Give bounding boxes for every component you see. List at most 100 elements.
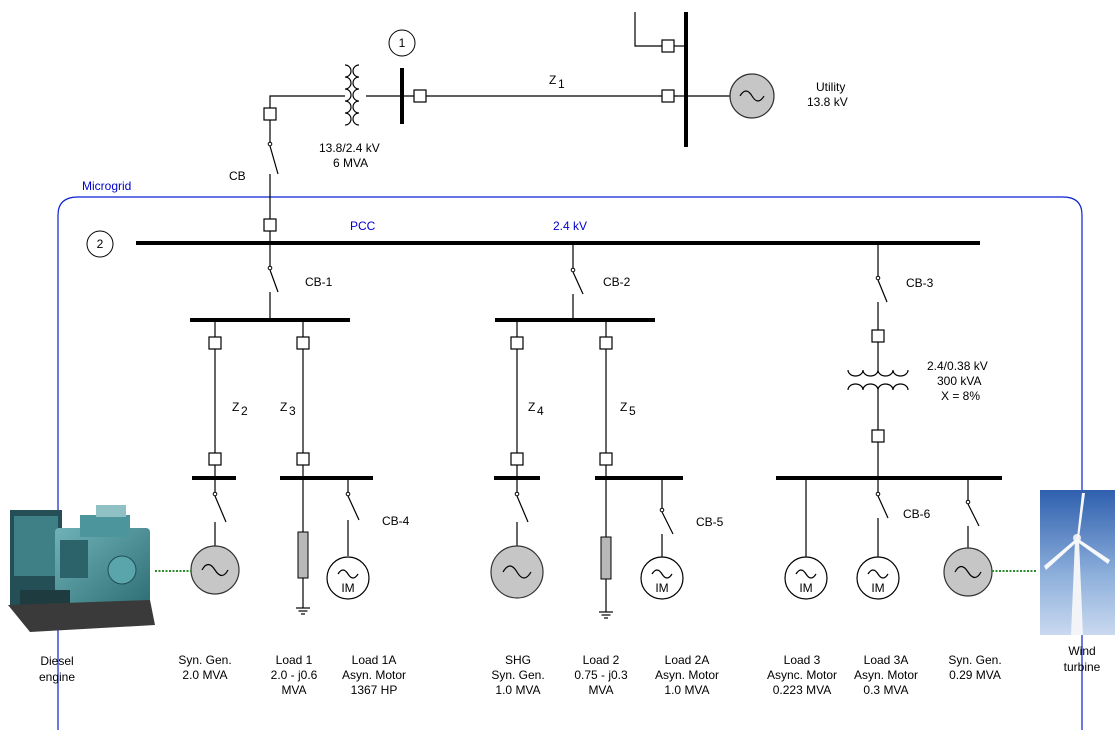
z5-breaker-top [599, 336, 613, 350]
utility-feeder-breaker [661, 39, 675, 53]
svg-text:1.0 MVA: 1.0 MVA [664, 683, 709, 697]
caption-load-1: Load 1 2.0 - j0.6 MVA [271, 653, 318, 697]
marker-2-label: 2 [97, 237, 104, 251]
load-3-motor-icon [784, 556, 828, 600]
tx2-reactance: X = 8% [941, 389, 980, 403]
load-2-ground-icon [599, 611, 613, 619]
utility-voltage: 13.8 kV [807, 95, 848, 109]
load-1-icon [297, 531, 309, 579]
diesel-engine-image [8, 505, 155, 632]
syn-gen-2-switch [965, 499, 980, 527]
svg-text:Load 3A: Load 3A [864, 653, 909, 667]
caption-load-2: Load 2 0.75 - j0.3 MVA [574, 653, 628, 697]
svg-text:Load 1: Load 1 [276, 653, 313, 667]
z4-breaker-bottom [510, 452, 524, 466]
z2-subscript: 2 [241, 404, 248, 418]
caption-load-3a: Load 3A Asyn. Motor 0.3 MVA [854, 653, 918, 697]
svg-text:MVA: MVA [588, 683, 613, 697]
load-1a-motor-icon [326, 556, 370, 600]
svg-text:MVA: MVA [281, 683, 306, 697]
microgrid-label: Microgrid [82, 179, 131, 193]
svg-text:Load 2: Load 2 [583, 653, 620, 667]
load-3a-im-label: IM [871, 581, 884, 595]
marker-2 [86, 230, 114, 258]
shg-switch [514, 491, 529, 523]
load-1a-im-label: IM [341, 581, 354, 595]
svg-text:0.29 MVA: 0.29 MVA [949, 668, 1001, 682]
load-3a-switch [875, 491, 889, 519]
pcc-label: PCC [350, 219, 376, 233]
cb-2-label: CB-2 [603, 275, 631, 289]
load-2-icon [600, 536, 612, 580]
tx2-breaker-top [871, 329, 885, 343]
load-1a-switch [345, 491, 360, 521]
cb-upper-breaker [263, 107, 277, 121]
z2-breaker-bottom [208, 452, 222, 466]
svg-text:SHG: SHG [505, 653, 531, 667]
cb-1-label: CB-1 [305, 275, 333, 289]
tx2-rating: 300 kVA [937, 374, 981, 388]
wind-label-line-2: turbine [1064, 660, 1101, 674]
diesel-label-line-1: Diesel [40, 654, 73, 668]
svg-text:2.0 - j0.6: 2.0 - j0.6 [271, 668, 318, 682]
caption-syn-gen-1: Syn. Gen. 2.0 MVA [178, 653, 231, 682]
z4-subscript: 4 [537, 404, 544, 418]
tx2-ratio: 2.4/0.38 kV [927, 359, 988, 373]
marker-1 [388, 29, 416, 57]
cb-5-label: CB-5 [696, 515, 724, 529]
tx2-breaker-bottom [871, 429, 885, 443]
svg-text:Load 2A: Load 2A [665, 653, 710, 667]
svg-text:Asyn. Motor: Asyn. Motor [342, 668, 406, 682]
diesel-label-line-2: engine [39, 670, 75, 684]
load-2a-im-label: IM [655, 581, 668, 595]
svg-text:Asyn. Motor: Asyn. Motor [655, 668, 719, 682]
transformer-1-icon [344, 64, 360, 126]
svg-text:2.0 MVA: 2.0 MVA [182, 668, 227, 682]
z5-label: Z [620, 400, 627, 414]
syn-gen-1-switch [212, 491, 227, 523]
cb-2-switch [570, 267, 584, 295]
caption-shg: SHG Syn. Gen. 1.0 MVA [491, 653, 544, 697]
caption-load-1a: Load 1A Asyn. Motor 1367 HP [342, 653, 406, 697]
load-1-ground-icon [296, 607, 310, 615]
cb-4-label: CB-4 [382, 514, 410, 528]
utility-name: Utility [816, 80, 845, 94]
cb-label: CB [229, 169, 246, 183]
z3-subscript: 3 [289, 404, 296, 418]
caption-load-2a: Load 2A Asyn. Motor 1.0 MVA [655, 653, 719, 697]
transformer-2-icon [847, 369, 909, 391]
load-3a-motor-icon [856, 556, 900, 600]
wind-turbine-image [1040, 490, 1115, 635]
tx1-rating: 6 MVA [333, 156, 368, 170]
z2-breaker-top [208, 336, 222, 350]
cb-switch [267, 141, 279, 175]
line-z1-breaker-left [413, 89, 427, 103]
svg-text:Syn. Gen.: Syn. Gen. [178, 653, 231, 667]
svg-text:0.75 - j0.3: 0.75 - j0.3 [574, 668, 628, 682]
z5-breaker-bottom [599, 452, 613, 466]
cb-6-label: CB-6 [903, 507, 931, 521]
line-z1-breaker-right [661, 89, 675, 103]
svg-text:Asyn. Motor: Asyn. Motor [854, 668, 918, 682]
z3-breaker-top [296, 336, 310, 350]
load-2a-motor-icon [640, 556, 684, 600]
caption-load-3: Load 3 Async. Motor 0.223 MVA [767, 653, 837, 697]
svg-text:1367 HP: 1367 HP [351, 683, 398, 697]
z4-breaker-top [510, 336, 524, 350]
svg-text:Load 3: Load 3 [784, 653, 821, 667]
cb-lower-breaker [263, 218, 277, 232]
wind-label-line-1: Wind [1068, 644, 1095, 658]
microgrid-boundary [57, 196, 1083, 730]
svg-text:0.223 MVA: 0.223 MVA [773, 683, 831, 697]
svg-text:Async. Motor: Async. Motor [767, 668, 837, 682]
marker-1-label: 1 [399, 36, 406, 50]
z4-label: Z [528, 400, 535, 414]
caption-syn-gen-2: Syn. Gen. 0.29 MVA [948, 653, 1001, 682]
cb-3-label: CB-3 [906, 276, 934, 290]
z1-label: Z [549, 73, 556, 87]
z2-label: Z [232, 400, 239, 414]
svg-text:0.3 MVA: 0.3 MVA [863, 683, 908, 697]
bus-voltage-label: 2.4 kV [553, 219, 587, 233]
cb-1-switch [267, 265, 279, 293]
